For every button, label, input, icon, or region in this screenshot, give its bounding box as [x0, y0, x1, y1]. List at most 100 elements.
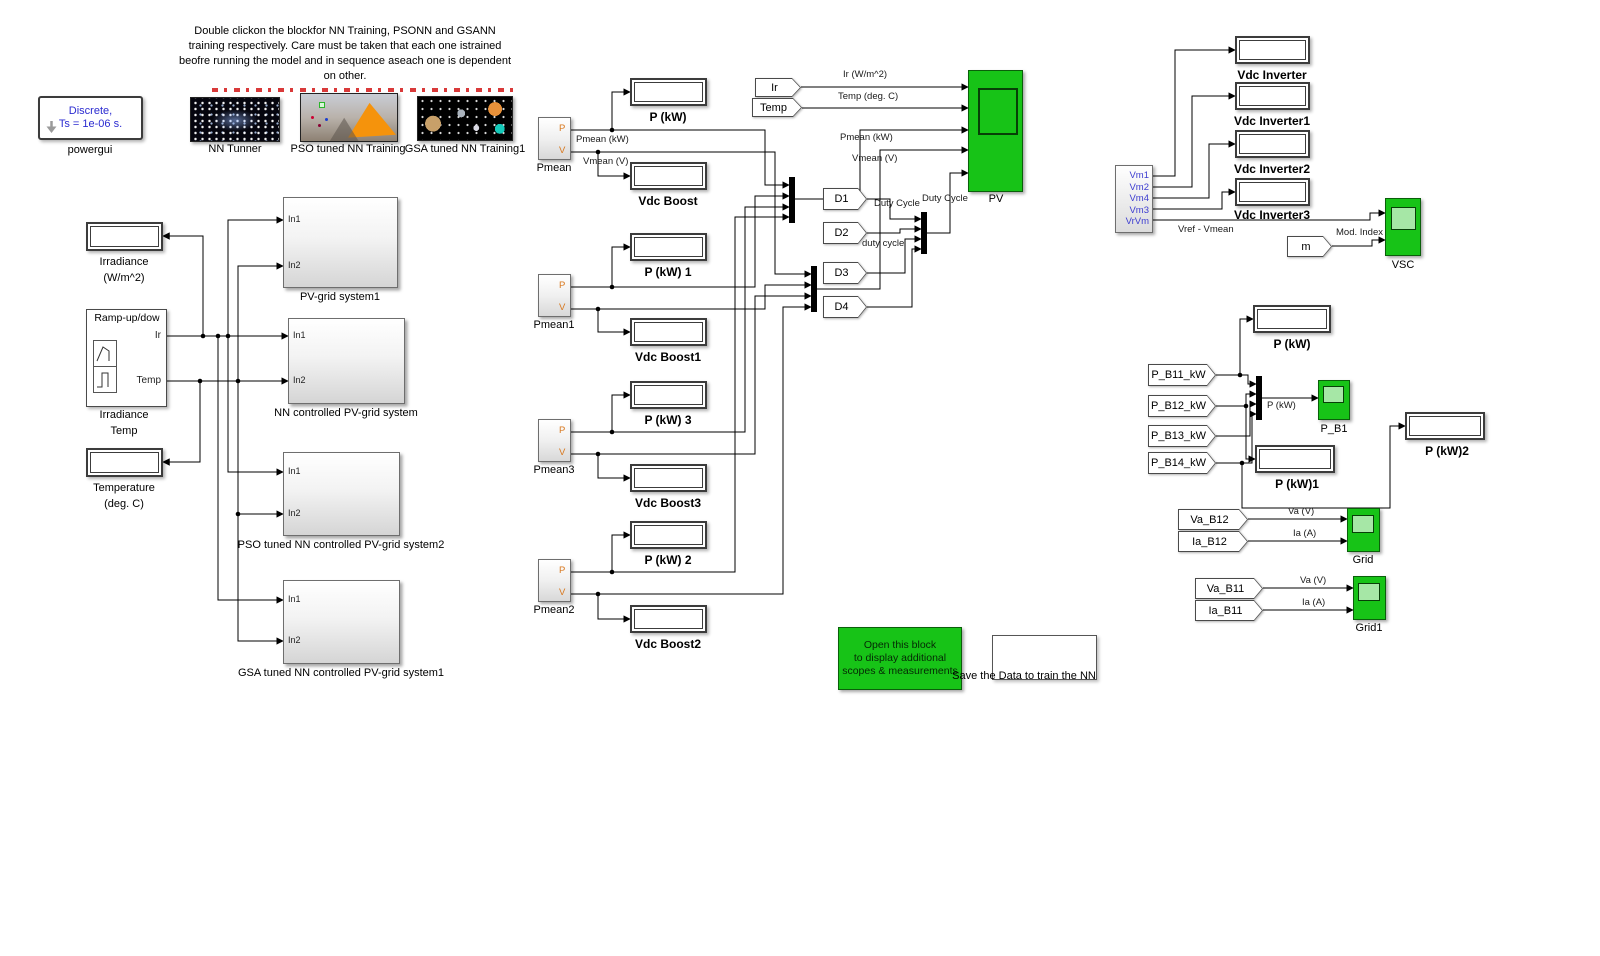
pso-training-block[interactable] [300, 93, 398, 142]
pmean2-label: Pmean2 [533, 604, 575, 616]
display-vdc-boost-label: Vdc Boost [638, 194, 698, 208]
subsystem-gsa-tuned[interactable] [283, 580, 400, 664]
display-vdc-boost3-label: Vdc Boost3 [634, 496, 702, 510]
temperature-display-label2: (deg. C) [104, 498, 144, 510]
pmean-port-v: V [559, 145, 566, 156]
pmean2-port-v: V [559, 587, 566, 598]
grid1-scope[interactable] [1353, 576, 1386, 620]
irradiance-display-label2: (W/m^2) [103, 272, 145, 284]
vsc-scope[interactable] [1385, 198, 1421, 256]
sub3-in2-port: In2 [288, 508, 301, 518]
pso-marker-graphic [319, 102, 325, 108]
ramp-label1: Irradiance [99, 409, 149, 421]
vsc-scope-label: VSC [1391, 259, 1415, 271]
open-scopes-block[interactable]: Open this block to display additional sc… [838, 627, 962, 690]
mux-duty[interactable] [921, 212, 927, 254]
from-tag-d1[interactable]: D1 [823, 188, 867, 210]
subsystem-nn-controlled[interactable] [288, 318, 405, 404]
nn-tunner-block[interactable] [190, 97, 280, 142]
from-tag-ir[interactable]: Ir [755, 78, 801, 97]
display-vdc-boost2[interactable] [630, 605, 707, 633]
from-tag-d3[interactable]: D3 [823, 262, 867, 284]
display-p-kw-2[interactable] [630, 521, 707, 549]
mux-vmean[interactable] [811, 266, 817, 312]
note-line-1: Double clickon the blockfor NN Training,… [194, 25, 496, 37]
display-p-kw2-right[interactable] [1405, 412, 1485, 440]
display-p-kw1-right[interactable] [1255, 445, 1335, 473]
from-tag-p-b14-kw[interactable]: P_B14_kW [1148, 452, 1216, 474]
from-tag-ia-b11[interactable]: Ia_B11 [1195, 600, 1263, 621]
sub4-in1-port: In1 [288, 594, 301, 604]
vm-row-vm4: Vm4 [1129, 193, 1149, 205]
sub3-label: PSO tuned NN controlled PV-grid system2 [237, 539, 445, 551]
sig-grid1-va: Va (V) [1300, 575, 1327, 586]
from-tag-d4[interactable]: D4 [823, 296, 867, 318]
powergui-label: powergui [67, 144, 113, 156]
from-tag-m[interactable]: m [1287, 236, 1332, 257]
open-block-line3: scopes & measurements [842, 665, 958, 677]
pmean3-block[interactable] [538, 419, 571, 462]
pmean1-port-p: P [559, 280, 566, 291]
display-vdc-boost1-label: Vdc Boost1 [634, 350, 702, 364]
subsystem-pso-tuned[interactable] [283, 452, 400, 536]
p-b1-scope[interactable] [1318, 380, 1350, 420]
vm-bus-block[interactable]: Vm1 Vm2 Vm4 Vm3 VrVm [1115, 165, 1153, 233]
open-block-line1: Open this block [863, 639, 937, 651]
vm-row-vm3: Vm3 [1129, 204, 1149, 216]
irradiance-display-label1: Irradiance [99, 256, 149, 268]
irradiance-display[interactable] [86, 222, 163, 251]
display-vdc-inverter1[interactable] [1235, 82, 1310, 110]
pmean-block[interactable] [538, 117, 571, 160]
temperature-display[interactable] [86, 448, 163, 477]
vm-row-vm1: Vm1 [1129, 170, 1149, 182]
from-tag-ia-b12[interactable]: Ia_B12 [1178, 531, 1248, 552]
gsa-training-block[interactable] [417, 96, 513, 141]
pmean1-block[interactable] [538, 274, 571, 317]
sig-duty-cycle-2: duty cycle [862, 238, 905, 249]
from-tag-va-b11[interactable]: Va_B11 [1195, 578, 1263, 599]
ramp-port-ir: Ir [154, 330, 161, 341]
save-data-block[interactable] [992, 635, 1097, 680]
display-p-kw-2-label: P (kW) 2 [644, 553, 692, 567]
sub2-in2-port: In2 [293, 375, 306, 385]
pmean2-block[interactable] [538, 559, 571, 602]
pso-surface-graphic [348, 102, 396, 138]
pmean1-port-v: V [559, 302, 566, 313]
display-p-kw-right[interactable] [1253, 305, 1331, 333]
mux-pmean[interactable] [789, 177, 795, 223]
from-tag-va-b12[interactable]: Va_B12 [1178, 509, 1248, 530]
note-line-4: on other. [323, 70, 367, 82]
sub1-label: PV-grid system1 [299, 291, 381, 303]
display-vdc-inverter3-label: Vdc Inverter3 [1233, 208, 1311, 222]
display-p-kw[interactable] [630, 78, 707, 106]
display-p-kw-3[interactable] [630, 381, 707, 409]
grid-scope[interactable] [1347, 508, 1380, 552]
vm-row-vrvm: VrVm [1125, 216, 1149, 228]
irradiance-temp-source-block[interactable]: Ramp-up/dow Ir Temp [86, 309, 167, 407]
powergui-block[interactable]: Discrete, Ts = 1e-06 s. [38, 96, 143, 140]
display-vdc-boost[interactable] [630, 162, 707, 190]
display-p-kw-1[interactable] [630, 233, 707, 261]
pv-scope[interactable] [968, 70, 1023, 192]
from-tag-d2[interactable]: D2 [823, 222, 867, 244]
display-vdc-inverter3[interactable] [1235, 178, 1310, 206]
display-vdc-boost3[interactable] [630, 464, 707, 492]
mux-pb[interactable] [1256, 376, 1262, 420]
pmean3-port-p: P [559, 425, 566, 436]
subsystem-pv-grid-system1[interactable] [283, 197, 398, 288]
sub4-label: GSA tuned NN controlled PV-grid system1 [237, 667, 445, 679]
sub3-in1-port: In1 [288, 466, 301, 476]
sig-pv-pmean: Pmean (kW) [840, 132, 893, 143]
sig-grid-va: Va (V) [1288, 506, 1315, 517]
from-tag-p-b13-kw[interactable]: P_B13_kW [1148, 425, 1216, 447]
sub4-in2-port: In2 [288, 635, 301, 645]
from-tag-p-b11-kw[interactable]: P_B11_kW [1148, 364, 1216, 386]
pmean3-port-v: V [559, 447, 566, 458]
from-tag-temp[interactable]: Temp [752, 98, 802, 117]
display-vdc-inverter2[interactable] [1235, 130, 1310, 158]
display-vdc-inverter[interactable] [1235, 36, 1310, 64]
from-tag-p-b12-kw[interactable]: P_B12_kW [1148, 395, 1216, 417]
display-p-kw1-right-label: P (kW)1 [1275, 477, 1319, 491]
note-line-3: beofre running the model and in sequence… [178, 55, 512, 67]
display-vdc-boost1[interactable] [630, 318, 707, 346]
